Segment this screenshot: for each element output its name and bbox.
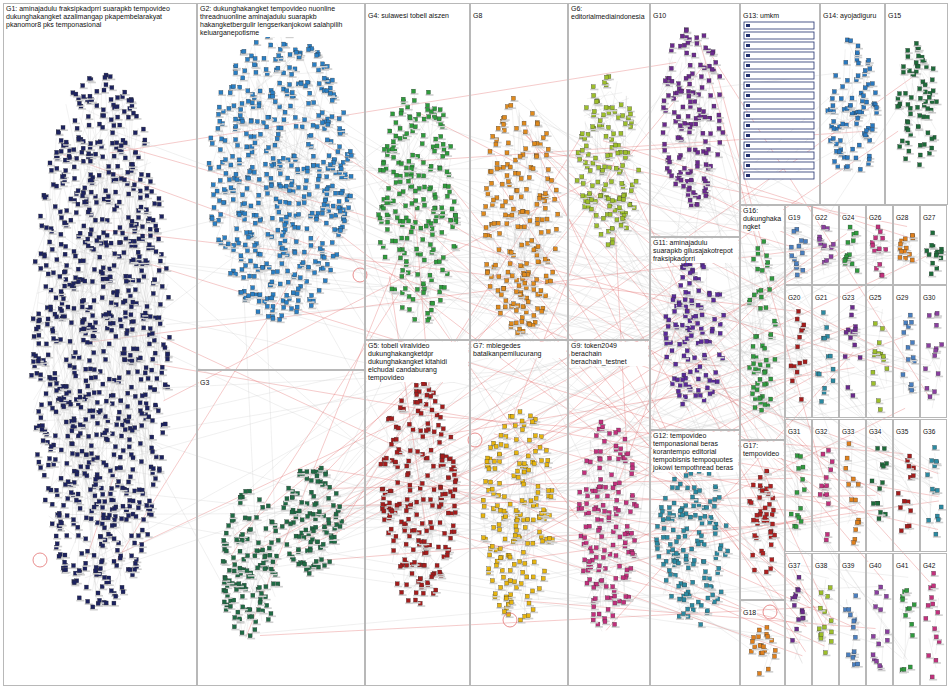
graph-stage: G1: aminajadulu fraksipkadprri suarapkb … (0, 0, 950, 688)
